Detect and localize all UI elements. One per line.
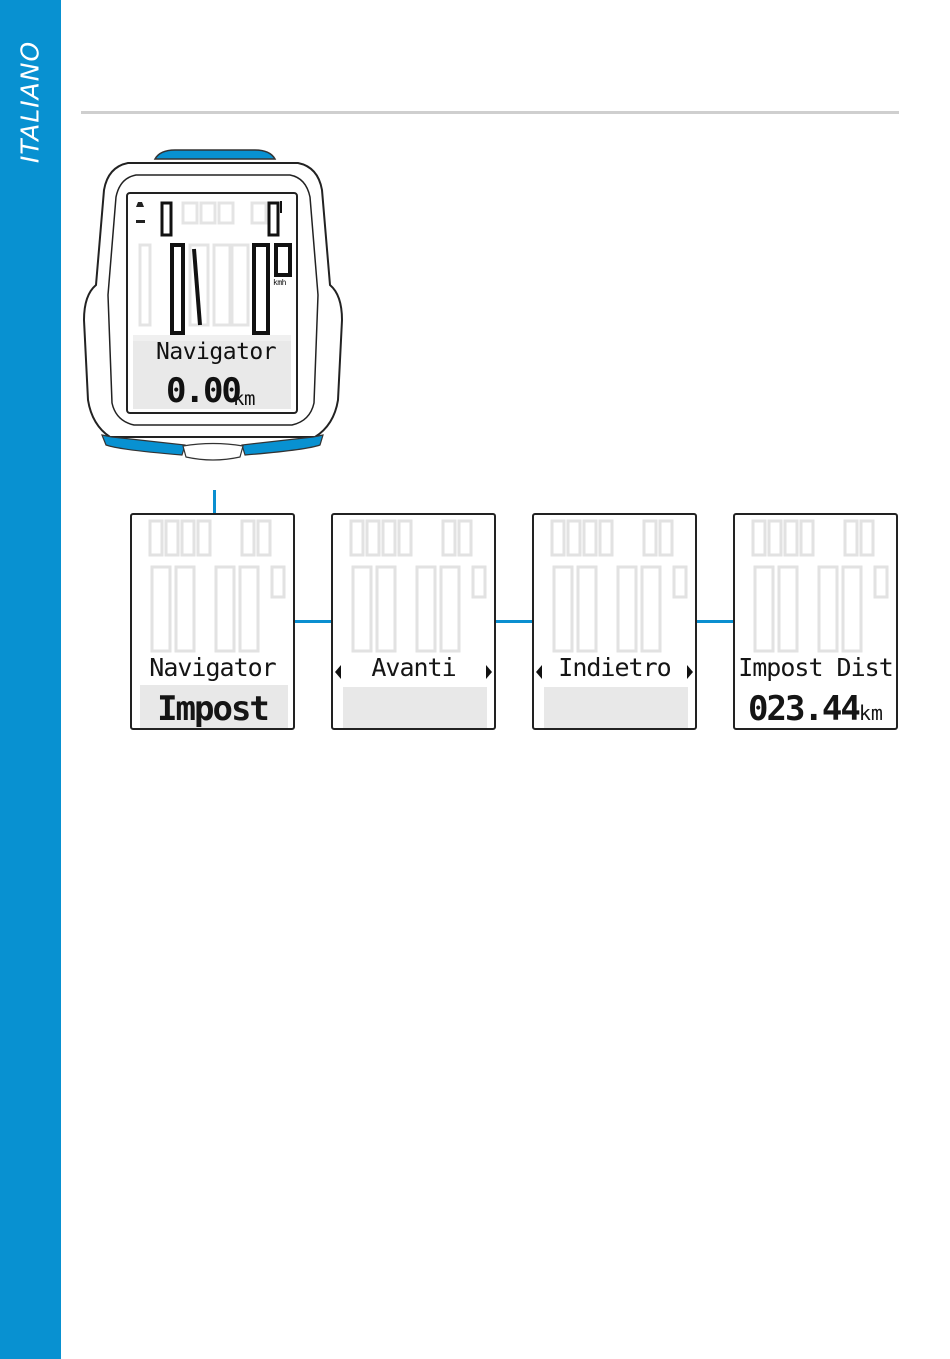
- menu-screen-navigator: Navigator Impost: [130, 513, 295, 730]
- screen-top-label: Indietro: [534, 653, 695, 682]
- device-speed-unit: kmh: [273, 278, 286, 287]
- menu-screen-avanti[interactable]: Avanti: [331, 513, 496, 730]
- menu-screen-indietro[interactable]: Indietro: [532, 513, 697, 730]
- device-distance-value: 0.00: [166, 371, 240, 411]
- cycle-computer-device: kmh Navigator 0.00 km: [80, 145, 345, 470]
- connector-device-to-screen: [213, 490, 216, 514]
- connector-3-4: [697, 620, 734, 623]
- language-label: ITALIANO: [16, 41, 45, 163]
- screen-bottom-text: 023.44: [748, 689, 859, 729]
- screen-bottom-value: Impost: [132, 689, 293, 729]
- connector-1-2: [295, 620, 331, 623]
- screen-top-label: Impost Dist: [735, 653, 896, 682]
- screen-bottom-value: 023.44km: [735, 689, 896, 730]
- device-menu-label: Navigator: [156, 339, 276, 365]
- menu-screen-impost-dist: Impost Dist 023.44km: [733, 513, 898, 730]
- header-rule: [81, 111, 899, 114]
- screen-top-label: Navigator: [132, 653, 293, 682]
- connector-2-3: [496, 620, 532, 623]
- screen-bottom-unit: km: [859, 701, 883, 725]
- device-distance-unit: km: [233, 388, 255, 410]
- device-illustration: [80, 145, 345, 470]
- language-side-band: ITALIANO: [0, 0, 61, 1359]
- screen-top-label: Avanti: [333, 653, 494, 682]
- screen-bottom-text: Impost: [157, 689, 268, 729]
